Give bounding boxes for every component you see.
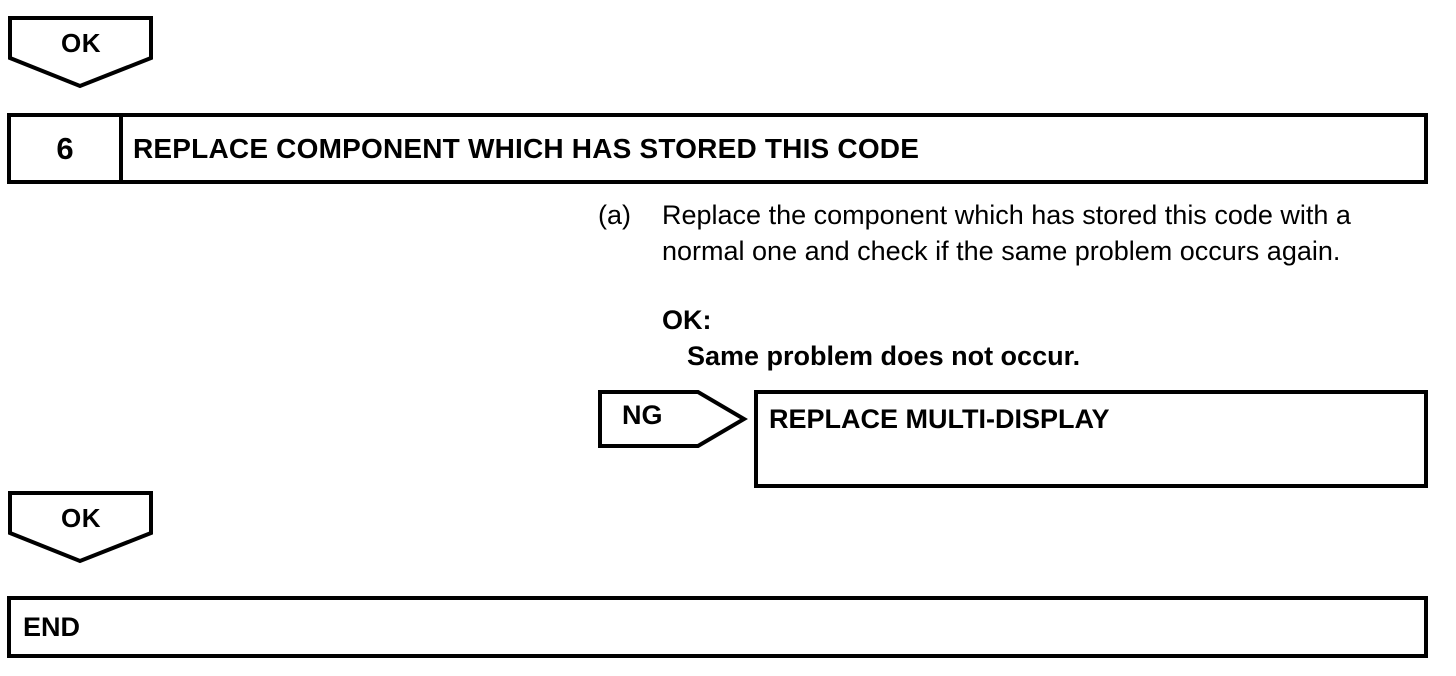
end-label: END <box>23 611 81 642</box>
ng-action-label: REPLACE MULTI-DISPLAY <box>769 404 1110 434</box>
ok-result-arrow-top: OK <box>8 16 154 90</box>
instruction-text: Replace the component which has stored t… <box>662 200 1351 266</box>
right-arrow-shape <box>598 390 748 448</box>
down-arrow-shape <box>8 491 153 564</box>
instruction-marker: (a) <box>598 200 631 230</box>
ok-result-arrow-bottom: OK <box>8 491 154 565</box>
down-arrow-shape <box>8 16 153 89</box>
step-title: REPLACE COMPONENT WHICH HAS STORED THIS … <box>133 132 920 164</box>
ok-criteria-text: Same problem does not occur. <box>687 341 1081 371</box>
ok-result-label: OK <box>61 503 101 533</box>
ng-result-arrow: NG <box>598 390 750 448</box>
step-number: 6 <box>11 117 123 180</box>
step-header: 6 REPLACE COMPONENT WHICH HAS STORED THI… <box>7 113 1428 184</box>
ng-action-box: REPLACE MULTI-DISPLAY <box>754 390 1428 488</box>
ng-result-label: NG <box>622 400 663 430</box>
ok-criteria-heading: OK: <box>662 305 712 335</box>
end-box: END <box>7 596 1428 658</box>
ok-result-label: OK <box>61 28 101 58</box>
